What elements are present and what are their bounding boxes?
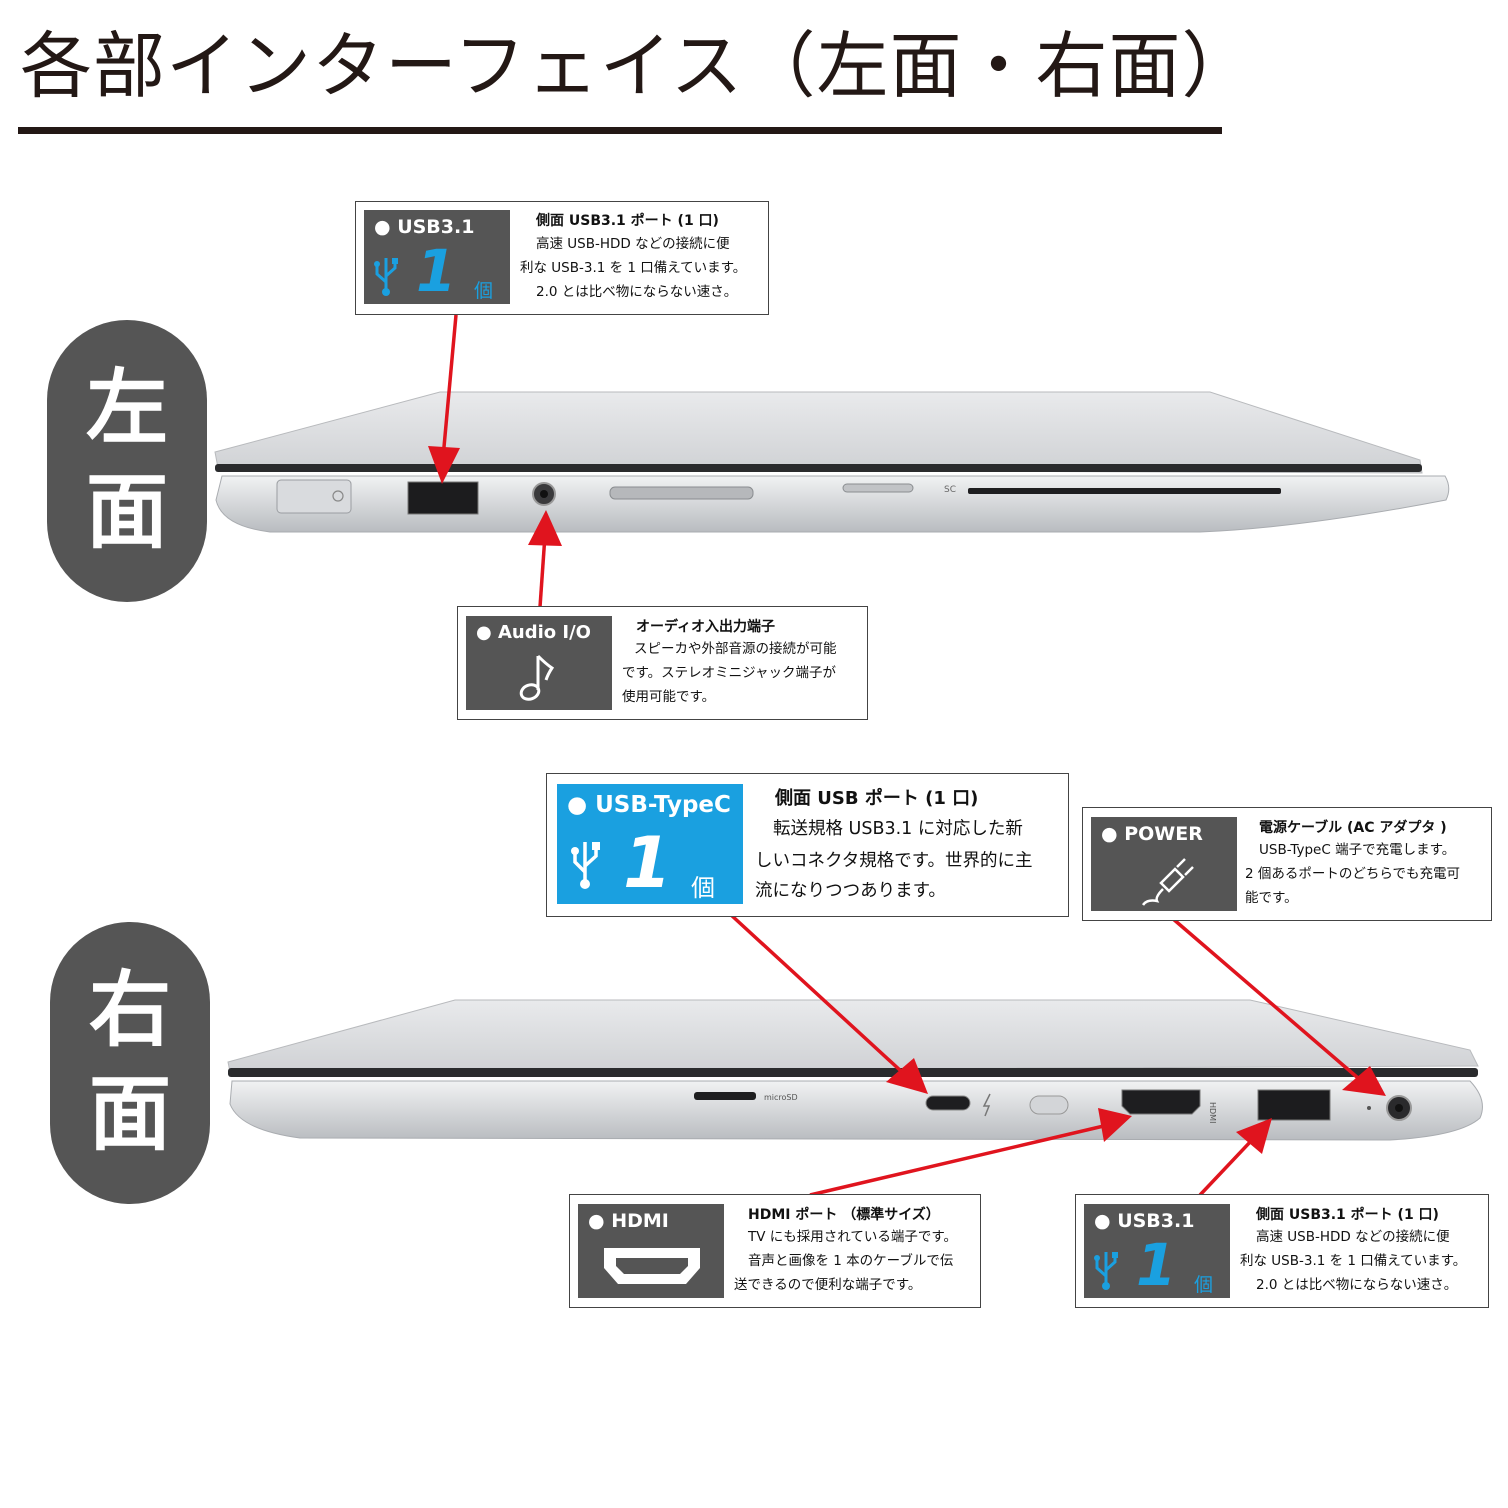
power-tile-label: ● POWER bbox=[1101, 823, 1203, 845]
right-usb-tile: ● USB3.1 1 個 bbox=[1084, 1204, 1230, 1298]
typec-line-3: 流になりつつあります。 bbox=[755, 881, 946, 901]
left-side-char2: 面 bbox=[85, 465, 168, 560]
power-line-2: 2 個あるポートのどちらでも充電可 bbox=[1245, 866, 1460, 882]
music-note-icon bbox=[519, 654, 555, 701]
audio-line-3: 使用可能です。 bbox=[622, 689, 716, 705]
arrows bbox=[428, 314, 1386, 1197]
hdmi-title: HDMI ポート （標準サイズ） bbox=[748, 1207, 940, 1223]
power-tile: ● POWER bbox=[1091, 817, 1237, 911]
hdmi-port bbox=[1121, 1089, 1201, 1115]
left-usb-unit: 個 bbox=[474, 280, 494, 302]
right-usb-line-3: 2.0 とは比べ物にならない速さ。 bbox=[1256, 1277, 1458, 1293]
right-side-badge: 右 面 bbox=[50, 922, 210, 1204]
left-usb-title: 側面 USB3.1 ポート (1 口) bbox=[536, 213, 719, 229]
hdmi-port-icon bbox=[604, 1248, 700, 1284]
left-laptop: SC bbox=[214, 391, 1450, 533]
typec-count: 1 bbox=[623, 822, 672, 904]
power-button bbox=[276, 479, 352, 514]
right-laptop: microSD HDMI bbox=[227, 999, 1483, 1141]
right-usb-count: 1 bbox=[1136, 1231, 1177, 1299]
microsd-slot bbox=[694, 1092, 756, 1100]
microsd-label: microSD bbox=[764, 1093, 798, 1102]
callout-right-usb: ● USB3.1 1 個 側面 USB3.1 ポート (1 口) 高速 USB-… bbox=[1075, 1194, 1489, 1308]
vent-slider bbox=[609, 486, 754, 500]
right-usb-port bbox=[1257, 1089, 1331, 1121]
power-plug-icon bbox=[1141, 858, 1194, 906]
audio-tile: ● Audio I/O bbox=[466, 616, 612, 710]
right-usb-line-2: 利な USB-3.1 を 1 口備えています。 bbox=[1240, 1253, 1467, 1269]
hdmi-line-2: 音声と画像を 1 本のケーブルで伝 bbox=[748, 1253, 954, 1269]
left-side-badge: 左 面 bbox=[47, 320, 207, 602]
power-line-3: 能です。 bbox=[1245, 890, 1298, 906]
lock-slot bbox=[1029, 1095, 1069, 1115]
power-title: 電源ケーブル (AC アダプタ ) bbox=[1259, 820, 1447, 836]
typec-title: 側面 USB ポート (1 口) bbox=[775, 788, 979, 809]
hdmi-line-3: 送できるので便利な端子です。 bbox=[734, 1277, 922, 1293]
usb-icon bbox=[374, 258, 398, 296]
callout-power: ● POWER 電源ケーブル (AC アダプタ ) USB-TypeC 端子で充… bbox=[1082, 807, 1492, 921]
right-side-char1: 右 bbox=[88, 963, 171, 1058]
audio-line-2: です。ステレオミニジャック端子が bbox=[622, 665, 836, 681]
typec-tile-label: ● USB-TypeC bbox=[567, 792, 731, 818]
title-underline bbox=[18, 127, 1222, 134]
hdmi-line-1: TV にも採用されている端子です。 bbox=[748, 1229, 958, 1245]
audio-title: オーディオ入出力端子 bbox=[636, 619, 776, 635]
typec-port bbox=[925, 1095, 971, 1111]
left-usb-tile-label: ● USB3.1 bbox=[374, 216, 475, 238]
callout-left-usb: ● USB3.1 1 個 側面 USB3.1 ポート (1 口) 高速 USB-… bbox=[355, 201, 769, 315]
left-usb-line-2: 利な USB-3.1 を 1 口備えています。 bbox=[520, 260, 747, 276]
hdmi-tile: ● HDMI bbox=[578, 1204, 724, 1298]
audio-tile-label: ● Audio I/O bbox=[476, 622, 591, 643]
callout-hdmi: ● HDMI HDMI ポート （標準サイズ） TV にも採用されている端子です… bbox=[569, 1194, 981, 1308]
left-usb-count: 1 bbox=[416, 237, 457, 305]
sc-slot-label: SC bbox=[944, 485, 956, 495]
left-side-char1: 左 bbox=[85, 361, 168, 456]
left-usb-line-3: 2.0 とは比べ物にならない速さ。 bbox=[536, 284, 738, 300]
usb-icon bbox=[1094, 1252, 1118, 1290]
typec-line-2: しいコネクタ規格です。世界的に主 bbox=[755, 851, 1033, 871]
left-usb-line-1: 高速 USB-HDD などの接続に便 bbox=[536, 236, 730, 252]
left-usb-port bbox=[407, 481, 479, 515]
right-usb-line-1: 高速 USB-HDD などの接続に便 bbox=[1256, 1229, 1450, 1245]
sc-card-slot bbox=[968, 488, 1281, 494]
page-title: 各部インターフェイス（左面・右面） bbox=[20, 24, 1255, 108]
right-side-char2: 面 bbox=[88, 1067, 171, 1162]
typec-tile: ● USB-TypeC 1 個 bbox=[557, 784, 743, 904]
typec-unit: 個 bbox=[691, 874, 715, 902]
left-usb-tile: ● USB3.1 1 個 bbox=[364, 210, 510, 304]
hdmi-tile-label: ● HDMI bbox=[588, 1210, 669, 1232]
typec-line-1: 転送規格 USB3.1 に対応した新 bbox=[773, 819, 1023, 839]
right-usb-unit: 個 bbox=[1194, 1274, 1214, 1296]
right-usb-title: 側面 USB3.1 ポート (1 口) bbox=[1256, 1207, 1439, 1223]
hdmi-port-label: HDMI bbox=[1208, 1102, 1217, 1123]
usb-icon bbox=[571, 842, 600, 889]
callout-typec: ● USB-TypeC 1 個 側面 USB ポート (1 口) 転送規格 US… bbox=[546, 773, 1069, 917]
callout-audio: ● Audio I/O オーディオ入出力端子 スピーカや外部音源の接続が可能 で… bbox=[457, 606, 868, 720]
power-line-1: USB-TypeC 端子で充電します。 bbox=[1259, 842, 1456, 858]
right-usb-tile-label: ● USB3.1 bbox=[1094, 1210, 1195, 1232]
audio-line-1: スピーカや外部音源の接続が可能 bbox=[634, 641, 837, 657]
